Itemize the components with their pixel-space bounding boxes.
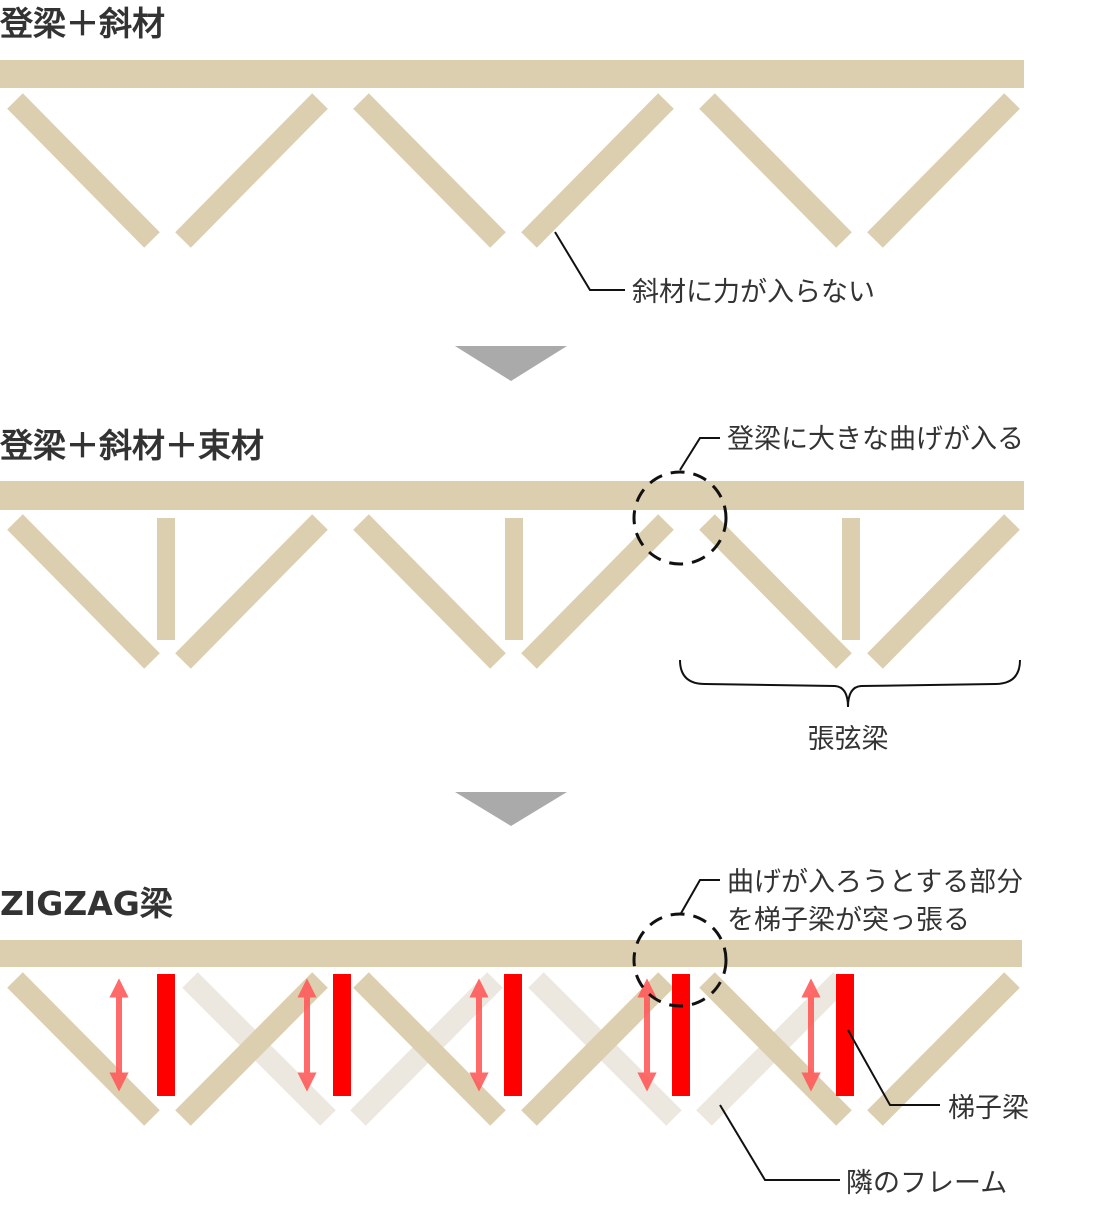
- diagonal: [867, 93, 1020, 248]
- diagonal: [353, 972, 506, 1126]
- leader-line: [679, 437, 720, 471]
- dashed-circle: [632, 470, 728, 566]
- diagonal: [353, 93, 506, 248]
- leader-line: [847, 1029, 940, 1106]
- leader-line: [679, 879, 720, 916]
- ladder-beams: [109, 974, 854, 1096]
- diagonal: [175, 972, 328, 1126]
- diagonal: [7, 93, 160, 248]
- note-no-force: 斜材に力が入らない: [632, 277, 875, 308]
- leader-line: [719, 1104, 840, 1181]
- ladder-beam: [157, 974, 175, 1096]
- post: [505, 518, 523, 640]
- diagonal: [353, 514, 506, 669]
- step-arrow-icon: [455, 792, 567, 826]
- diagonal: [521, 93, 674, 248]
- post: [842, 518, 860, 640]
- ladder-beam: [672, 974, 690, 1096]
- diagonal: [7, 972, 160, 1126]
- step-arrow-icon: [455, 346, 567, 381]
- diagonal: [521, 514, 674, 669]
- diagonal: [699, 972, 852, 1126]
- section-3-title: ZIGZAG梁: [0, 884, 173, 923]
- note-line-2: を梯子梁が突っ張る: [727, 905, 970, 936]
- diagonals: [7, 972, 1020, 1126]
- ladder-beam: [504, 974, 522, 1096]
- top-beam: [0, 481, 1024, 510]
- post: [157, 518, 175, 640]
- top-beam: [0, 940, 1022, 967]
- leader-line: [554, 231, 625, 291]
- diagonal: [699, 93, 852, 248]
- section-1-title: 登梁＋斜材: [0, 4, 165, 43]
- diagonals: [7, 93, 1020, 248]
- diagonal: [175, 514, 328, 669]
- diagonal: [699, 514, 852, 669]
- brace-label: 張弦梁: [808, 724, 889, 755]
- top-beam: [0, 60, 1024, 88]
- brace: [679, 659, 1021, 708]
- ladder-beam: [836, 974, 854, 1096]
- diagonal: [867, 514, 1020, 669]
- ladder-label: 梯子梁: [948, 1093, 1029, 1124]
- neighbor-frame-label: 隣のフレーム: [846, 1168, 1007, 1199]
- section-2-title: 登梁＋斜材＋束材: [0, 426, 264, 465]
- diagonal: [7, 514, 160, 669]
- diagonal: [175, 93, 328, 248]
- ladder-beam: [333, 974, 351, 1096]
- note-bending: 登梁に大きな曲げが入る: [727, 424, 1024, 455]
- diagonal: [867, 972, 1020, 1126]
- note-line-1: 曲げが入ろうとする部分: [727, 867, 1023, 898]
